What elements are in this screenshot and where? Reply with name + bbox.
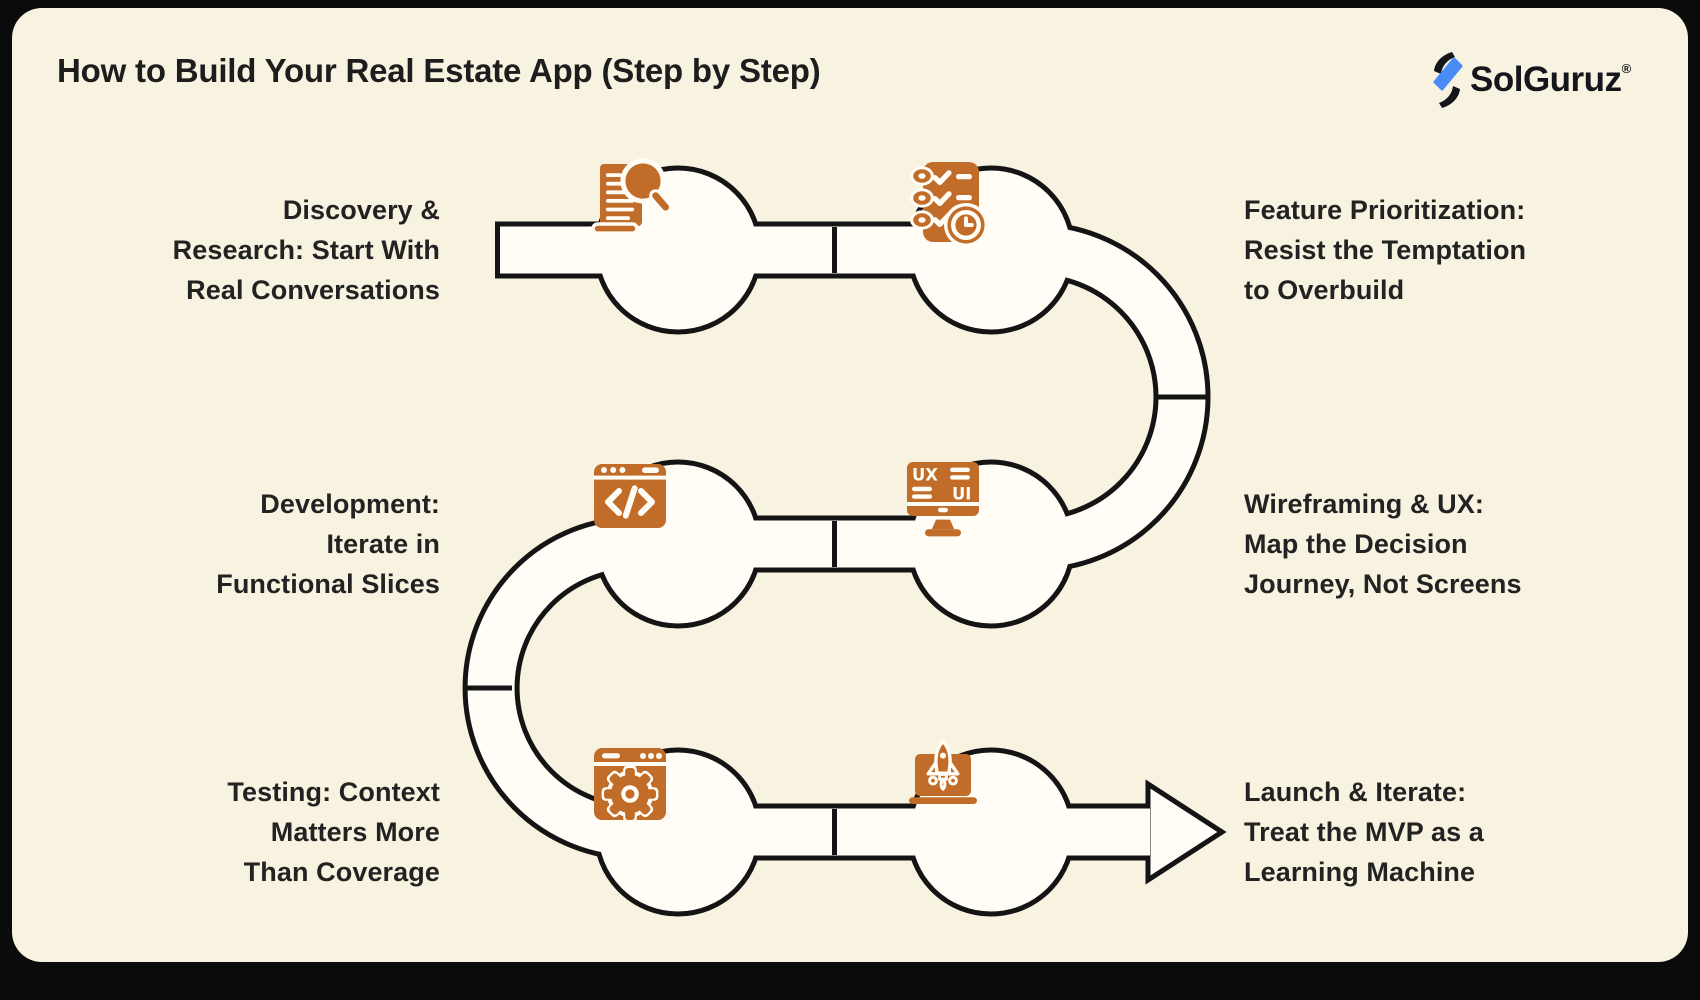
svg-text:UI: UI bbox=[952, 485, 971, 504]
brand-logo: SolGuruz® bbox=[1430, 50, 1631, 110]
registered-mark: ® bbox=[1621, 61, 1632, 76]
step-1-label: Discovery & Research: Start With Real Co… bbox=[172, 195, 440, 305]
step-3-label: Development: Iterate in Functional Slice… bbox=[216, 489, 440, 599]
step-2-label: Feature Prioritization: Resist the Tempt… bbox=[1244, 195, 1527, 305]
step-6-label: Launch & Iterate: Treat the MVP as a Lea… bbox=[1244, 777, 1484, 887]
rocket-laptop-icon bbox=[909, 739, 977, 804]
logo-wordmark: SolGuruz bbox=[1470, 60, 1622, 99]
step-4-label: Wireframing & UX: Map the Decision Journ… bbox=[1244, 489, 1522, 599]
card-background bbox=[12, 8, 1688, 962]
document-search-icon bbox=[591, 158, 672, 235]
solguruz-logo-icon bbox=[1433, 52, 1463, 108]
browser-gear-icon bbox=[594, 748, 666, 823]
ux-ui-monitor-icon: UX UI bbox=[907, 462, 979, 537]
code-browser-icon bbox=[594, 464, 666, 528]
step-5-label: Testing: Context Matters More Than Cover… bbox=[227, 777, 440, 887]
page-title: How to Build Your Real Estate App (Step … bbox=[57, 52, 821, 89]
segment-ticks bbox=[464, 227, 1206, 855]
arrow-head-icon bbox=[1145, 779, 1227, 885]
checklist-clock-icon bbox=[910, 162, 988, 247]
svg-text:UX: UX bbox=[912, 465, 938, 484]
